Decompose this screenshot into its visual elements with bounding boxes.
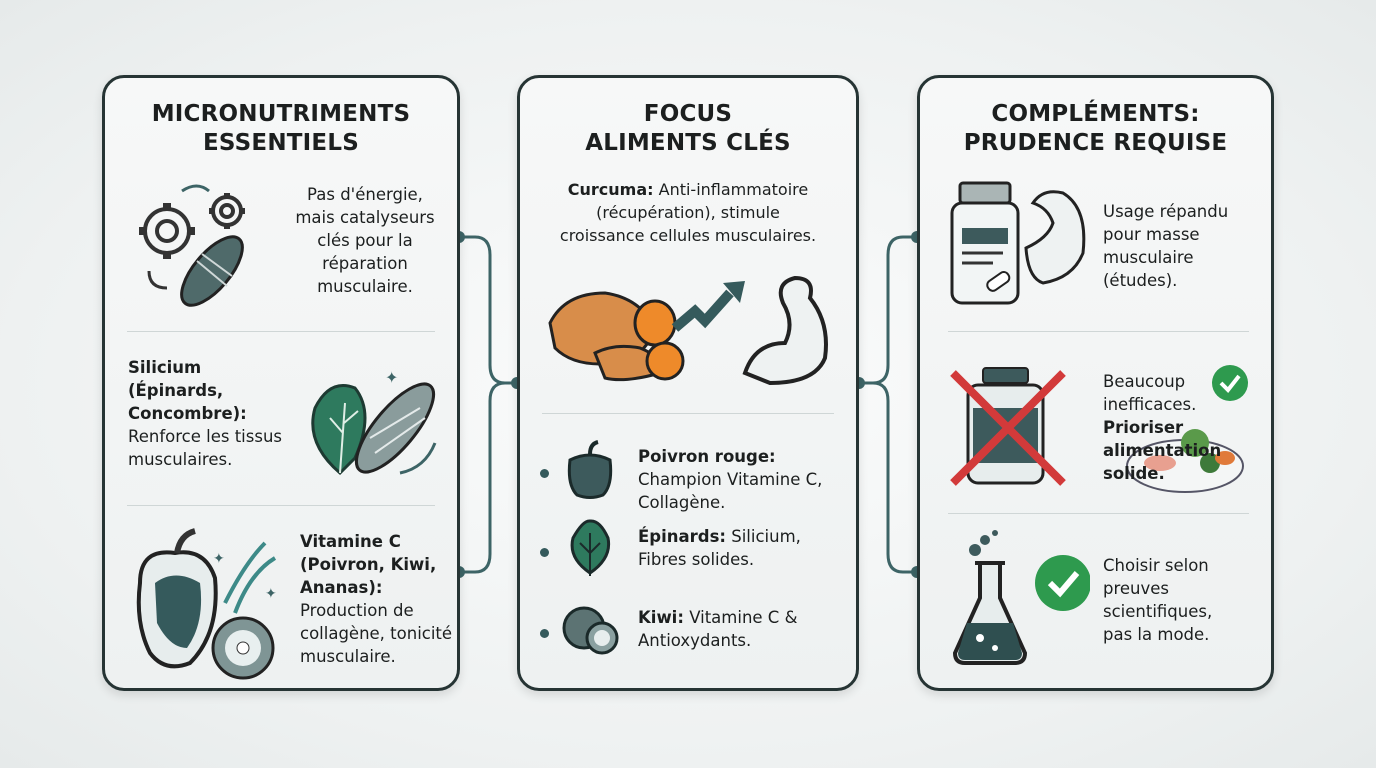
connector-left-top (460, 235, 517, 385)
title-line: MICRONUTRIMENTS (151, 101, 411, 127)
spinach-muscle-icon: ✦ (311, 368, 437, 476)
title-line: ESSENTIELS (203, 130, 359, 156)
text-line: Anti-inflammatoire (653, 180, 809, 199)
panel-title: MICRONUTRIMENTS ESSENTIELS (105, 100, 457, 158)
title-line: FOCUS (643, 101, 733, 127)
text-line: clés pour la (317, 231, 413, 250)
section-text: Silicium (Épinards, Concombre): Renforce… (128, 356, 282, 471)
title-line: ALIMENTS CLÉS (585, 130, 791, 156)
svg-text:✦: ✦ (213, 551, 225, 567)
item-text: Épinards: Silicium, Fibres solides. (638, 525, 801, 571)
panel-focus-aliments: FOCUS ALIMENTS CLÉS Curcuma: Anti-inflam… (517, 75, 859, 691)
text-line: Beaucoup (1103, 372, 1186, 391)
connector-right-top (859, 235, 917, 385)
supplement-bottle-muscle-icon (950, 181, 1086, 305)
text-line: Fibres solides. (638, 550, 755, 569)
panel-title: FOCUS ALIMENTS CLÉS (520, 100, 856, 158)
text-line: Choisir selon (1103, 556, 1209, 575)
bullet (540, 548, 549, 557)
text-line: Concombre): (128, 404, 247, 423)
text-line: alimentation (1103, 441, 1222, 460)
bold-label: Épinards: (638, 527, 726, 546)
bullet (540, 629, 549, 638)
section-text: Pas d'énergie, mais catalyseurs clés pou… (275, 183, 455, 298)
text-line: solide. (1103, 464, 1165, 483)
bold-label: Poivron rouge: (638, 447, 776, 466)
flexed-arm-icon (742, 275, 828, 386)
text-line: pour masse (1103, 225, 1200, 244)
growth-arrow-icon (671, 289, 734, 332)
text-line: musculaire. (300, 647, 396, 666)
text-line: collagène, tonicité (300, 624, 453, 643)
text-line: (récupération), stimule (596, 203, 780, 222)
divider (948, 513, 1249, 514)
text-line: (Poivron, Kiwi, (300, 555, 437, 574)
turmeric-growth-muscle-icon (548, 275, 828, 386)
curcuma-text: Curcuma: Anti-inflammatoire (récupératio… (530, 178, 846, 247)
text-line: musculaire. (317, 277, 413, 296)
text-line: Silicium (128, 358, 202, 377)
turmeric-icon (548, 291, 685, 382)
panel-title: COMPLÉMENTS: PRUDENCE REQUISE (920, 100, 1271, 158)
section-text: Choisir selon preuves scientifiques, pas… (1103, 554, 1212, 646)
bold-label: Kiwi: (638, 608, 684, 627)
bell-pepper-icon (567, 440, 613, 499)
connector-right-bottom (872, 381, 917, 574)
svg-text:✦: ✦ (265, 586, 277, 602)
text-line: Ananas): (300, 578, 383, 597)
section-text: Vitamine C (Poivron, Kiwi, Ananas): Prod… (300, 530, 452, 668)
gears-muscle-icon (139, 184, 245, 307)
item-text: Poivron rouge: Champion Vitamine C, Coll… (638, 445, 822, 514)
item-text: Kiwi: Vitamine C & Antioxydants. (638, 606, 797, 652)
text-line: croissance cellules musculaires. (559, 226, 817, 245)
text-line: réparation (322, 254, 408, 273)
text-line: Pas d'énergie, (307, 185, 423, 204)
section-text: Usage répandu pour masse musculaire (étu… (1103, 200, 1228, 292)
section-text: Beaucoup inefficaces. Prioriser alimenta… (1103, 370, 1221, 485)
text-line: Usage répandu (1103, 202, 1229, 221)
spinach-leaf-icon (570, 519, 611, 576)
text-line: Vitamine C & (683, 608, 798, 627)
title-line: PRUDENCE REQUISE (963, 130, 1228, 156)
connector-left-bottom (460, 381, 506, 574)
text-line: Collagène. (638, 493, 726, 512)
check-icon (1212, 365, 1248, 401)
text-line: Antioxydants. (638, 631, 752, 650)
text-line: mais catalyseurs (295, 208, 435, 227)
divider (542, 413, 834, 414)
pepper-dna-kiwi-icon: ✦ ✦ (136, 528, 277, 680)
text-line: Silicium, (726, 527, 801, 546)
text-line: pas la mode. (1103, 625, 1210, 644)
text-line: Production de (300, 601, 414, 620)
divider (127, 505, 435, 506)
title-line: COMPLÉMENTS: (991, 101, 1200, 127)
text-line: musculaires. (128, 450, 233, 469)
panel-complements: COMPLÉMENTS: PRUDENCE REQUISE Usage répa… (917, 75, 1274, 691)
text-line: inefficaces. (1103, 395, 1197, 414)
text-line: Prioriser (1103, 418, 1184, 437)
text-line: Vitamine C (300, 532, 401, 551)
text-line: musculaire (1103, 248, 1194, 267)
text-line: Renforce les tissus (128, 427, 283, 446)
plate-food-icon (1126, 429, 1244, 493)
kiwi-icon (562, 606, 619, 655)
bold-label: Curcuma: (567, 180, 654, 199)
text-line: (études). (1103, 271, 1178, 290)
text-line: (Épinards, (128, 381, 224, 400)
crossed-bottle-icon (950, 367, 1066, 486)
text-line: preuves (1103, 579, 1170, 598)
svg-text:✦: ✦ (385, 368, 398, 387)
text-line: scientifiques, (1103, 602, 1213, 621)
text-line: Champion Vitamine C, (638, 470, 823, 489)
flask-check-icon (952, 530, 1090, 665)
bullet (540, 469, 549, 478)
panel-micronutriments: MICRONUTRIMENTS ESSENTIELS Pas d'énergie… (102, 75, 460, 691)
divider (948, 331, 1249, 332)
divider (127, 331, 435, 332)
